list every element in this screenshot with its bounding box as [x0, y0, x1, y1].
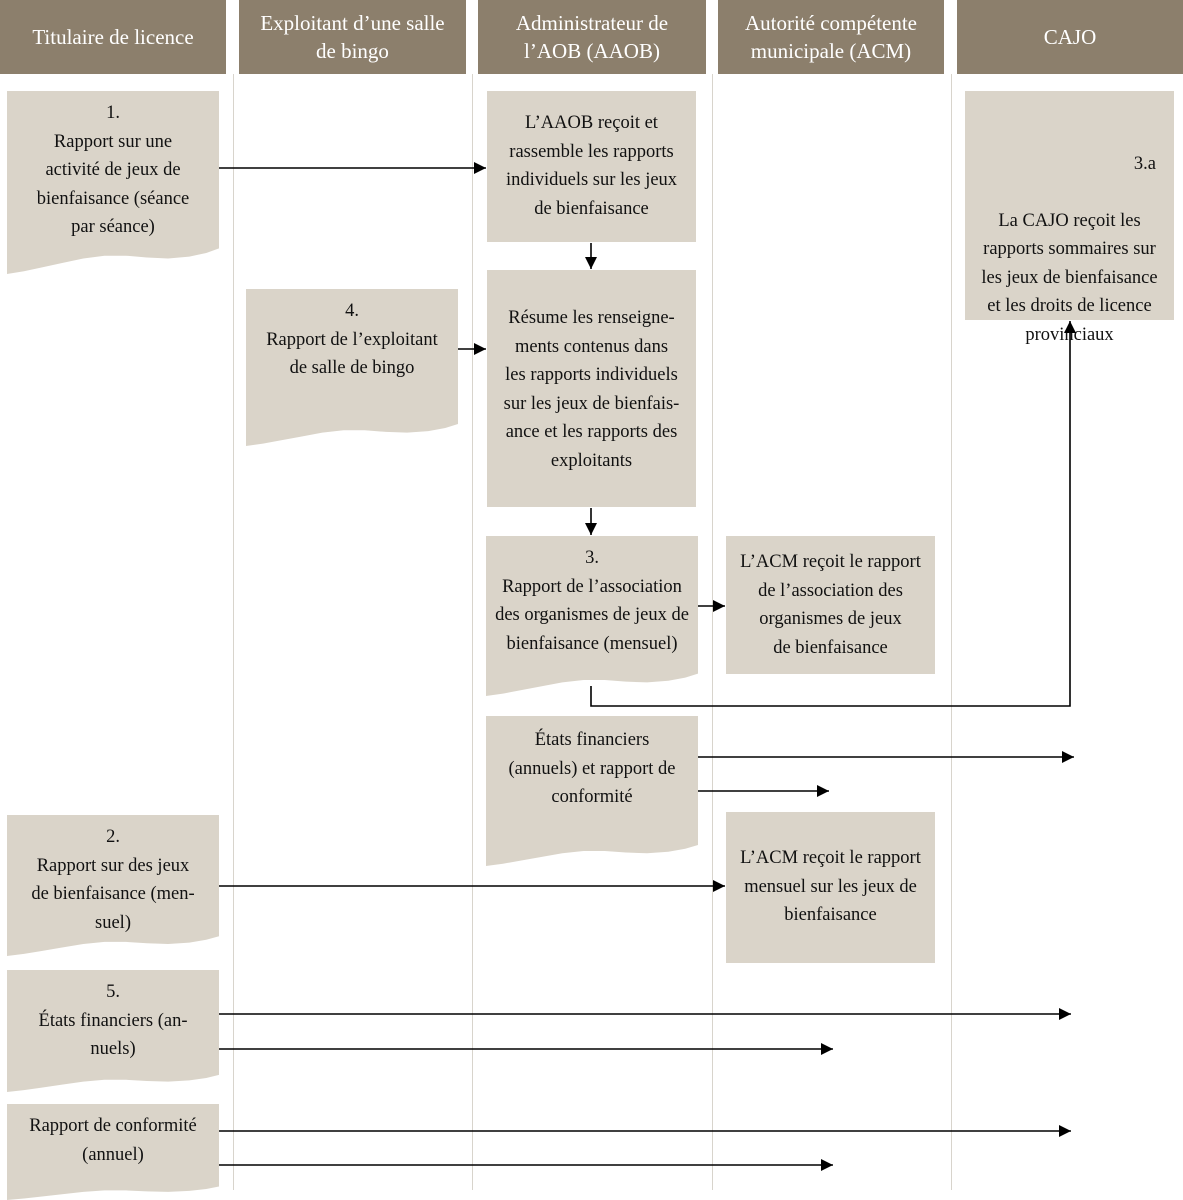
lane-divider — [951, 74, 952, 1190]
process-cajo-recoit-text: La CAJO reçoit les rapports sommaires su… — [981, 210, 1158, 345]
lane-header-exploitant: Exploitant d’une salle de bingo — [239, 0, 466, 74]
doc-rapport-conformite: Rapport de conformité (annuel) — [7, 1104, 219, 1200]
doc-etats-financiers: 5. États financiers (an- nuels) — [7, 970, 219, 1092]
arrow-n3-to-cajo — [590, 321, 1076, 707]
lane-divider — [233, 74, 234, 1190]
lane-divider — [712, 74, 713, 1190]
lane-divider — [472, 74, 473, 1190]
process-cajo-recoit: 3.a La CAJO reçoit les rapports sommaire… — [965, 91, 1174, 345]
doc-rapport-exploitant: 4. Rapport de l’exploitant de salle de b… — [246, 289, 458, 446]
doc-rapport-mensuel: 2. Rapport sur des jeux de bienfaisance … — [7, 815, 219, 956]
lane-header-acm: Autorité compétente municipale (ACM) — [718, 0, 944, 74]
step-number: 3.a — [1133, 153, 1156, 174]
process-resume: Résume les renseigne- ments contenus dan… — [487, 270, 696, 507]
lane-header-cajo: CAJO — [957, 0, 1183, 74]
doc-rapport-seance: 1. Rapport sur une activité de jeux de b… — [7, 91, 219, 274]
process-aaob-recoit: L’AAOB reçoit et rassemble les rapports … — [487, 91, 696, 242]
lane-header-aaob: Administrateur de l’AOB (AAOB) — [478, 0, 706, 74]
lane-header-titulaire: Titulaire de licence — [0, 0, 226, 74]
process-acm-recoit-mensuel: L’ACM reçoit le rapport mensuel sur les … — [726, 812, 935, 963]
doc-rapport-association: 3. Rapport de l’association des organism… — [486, 536, 698, 696]
doc-etats-financiers-aaob: États financiers (annuels) et rapport de… — [486, 716, 698, 866]
process-acm-recoit-association: L’ACM reçoit le rapport de l’association… — [726, 536, 935, 674]
